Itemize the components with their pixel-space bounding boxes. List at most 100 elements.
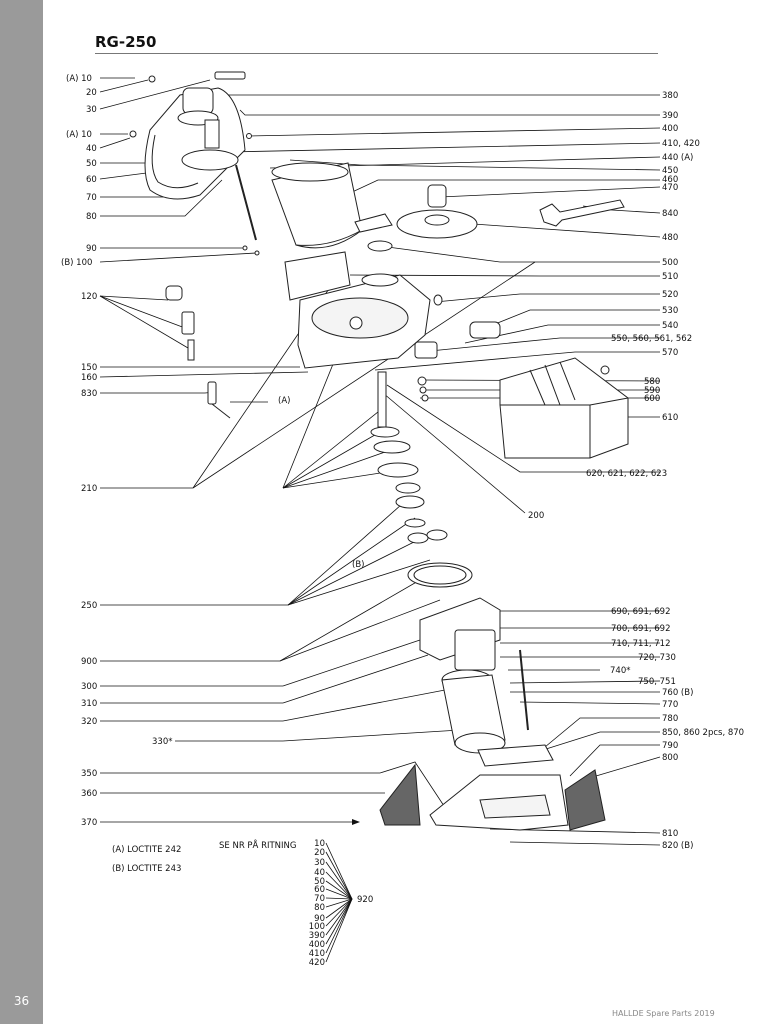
label-600: 600 — [644, 394, 660, 404]
label-530: 530 — [662, 306, 678, 316]
label-900: 900 — [81, 657, 97, 667]
feed-tube — [271, 162, 393, 252]
machine-base — [379, 744, 606, 831]
label-380: 380 — [662, 91, 678, 101]
label-60: 60 — [86, 175, 97, 185]
spindle-stack — [370, 371, 473, 588]
label-550: 550, 560, 561, 562 — [611, 334, 692, 344]
left-labels: (A) 10 20 30 (A) 10 40 50 60 70 80 90 (B… — [61, 74, 172, 828]
right-labels: 380 390 400 410, 420 440 (A) 450 460 470… — [528, 91, 744, 851]
motor-mount — [419, 597, 529, 731]
label-780: 780 — [662, 714, 678, 724]
lid-handle-assembly — [129, 71, 260, 256]
label-80: 80 — [86, 212, 97, 222]
kit-number: 920 — [357, 895, 373, 905]
kit-item: 70 — [314, 894, 325, 904]
label-720: 720, 730 — [638, 653, 676, 663]
note-loctite-a: (A) LOCTITE 242 — [112, 845, 181, 855]
label-40: 40 — [86, 144, 97, 154]
leader-lines — [99, 77, 661, 963]
label-410: 410, 420 — [662, 139, 700, 149]
label-580: 580 — [644, 377, 660, 387]
label-520: 520 — [662, 290, 678, 300]
label-70: 70 — [86, 193, 97, 203]
cutting-disc — [396, 184, 478, 239]
lid-plate — [284, 251, 351, 301]
label-450: 450 — [662, 166, 678, 176]
wrench — [539, 199, 625, 227]
kit-item: 40 — [314, 868, 325, 878]
label-370: 370 — [81, 818, 97, 828]
note-se-nr: SE NR PÅ RITNING — [219, 839, 297, 851]
title-rule — [95, 53, 658, 54]
sensor-parts — [165, 285, 231, 419]
kit-item: 20 — [314, 848, 325, 858]
label-750: 750, 751 — [638, 677, 676, 687]
kit-item: 410 — [309, 949, 325, 959]
kit-item: 90 — [314, 914, 325, 924]
label-620: 620, 621, 622, 623 — [586, 469, 667, 479]
label-250: 250 — [81, 601, 97, 611]
kit-list: 10 20 30 40 50 60 70 80 90 100 390 400 4… — [309, 839, 325, 968]
note-loctite-b: (B) LOCTITE 243 — [112, 864, 181, 874]
label-570: 570 — [662, 348, 678, 358]
label-100: (B) 100 — [61, 258, 92, 268]
label-850: 850, 860 2pcs, 870 — [662, 728, 744, 738]
kit-item: 420 — [309, 958, 325, 968]
label-610: 610 — [662, 413, 678, 423]
label-90: 90 — [86, 244, 97, 254]
leader-arrows — [352, 819, 360, 825]
label-840: 840 — [662, 209, 678, 219]
label-830: 830 — [81, 389, 97, 399]
kit-item: 30 — [314, 858, 325, 868]
inline-label-a: (A) — [278, 396, 290, 406]
label-310: 310 — [81, 699, 97, 709]
label-300: 300 — [81, 682, 97, 692]
label-50: 50 — [86, 159, 97, 169]
label-820: 820 (B) — [662, 841, 693, 851]
label-20: 20 — [86, 88, 97, 98]
label-590: 590 — [644, 386, 660, 396]
label-540: 540 — [662, 321, 678, 331]
label-690: 690, 691, 692 — [611, 607, 670, 617]
label-480: 480 — [662, 233, 678, 243]
label-360: 360 — [81, 789, 97, 799]
inline-label-b: (B) — [352, 560, 364, 570]
label-710: 710, 711, 712 — [611, 639, 670, 649]
label-460: 460 — [662, 175, 678, 185]
kit-item: 60 — [314, 885, 325, 895]
label-770: 770 — [662, 700, 678, 710]
label-30: 30 — [86, 105, 97, 115]
label-210: 210 — [81, 484, 97, 494]
label-320: 320 — [81, 717, 97, 727]
label-10a: (A) 10 — [66, 74, 92, 84]
label-440: 440 (A) — [662, 153, 693, 163]
label-800: 800 — [662, 753, 678, 763]
label-10b: (A) 10 — [66, 130, 92, 140]
label-400: 400 — [662, 124, 678, 134]
part-drawings — [129, 71, 629, 831]
cutting-head-housing — [297, 273, 443, 369]
page-sidebar — [0, 0, 43, 1024]
label-760: 760 (B) — [662, 688, 693, 698]
kit-item: 400 — [309, 940, 325, 950]
page-number: 36 — [13, 994, 30, 1008]
kit-fan-lines — [325, 842, 353, 963]
motor — [441, 669, 506, 754]
kit-item: 10 — [314, 839, 325, 849]
kit-item: 80 — [314, 903, 325, 913]
label-810: 810 — [662, 829, 678, 839]
label-740: 740* — [610, 666, 630, 676]
kit-item: 100 — [309, 922, 325, 932]
label-120: 120 — [81, 292, 97, 302]
label-150: 150 — [81, 363, 97, 373]
label-500: 500 — [662, 258, 678, 268]
page-title: RG-250 — [95, 33, 157, 51]
label-350: 350 — [81, 769, 97, 779]
label-470: 470 — [662, 183, 678, 193]
kit-item: 50 — [314, 877, 325, 887]
label-160: 160 — [81, 373, 97, 383]
label-390: 390 — [662, 111, 678, 121]
label-510: 510 — [662, 272, 678, 282]
